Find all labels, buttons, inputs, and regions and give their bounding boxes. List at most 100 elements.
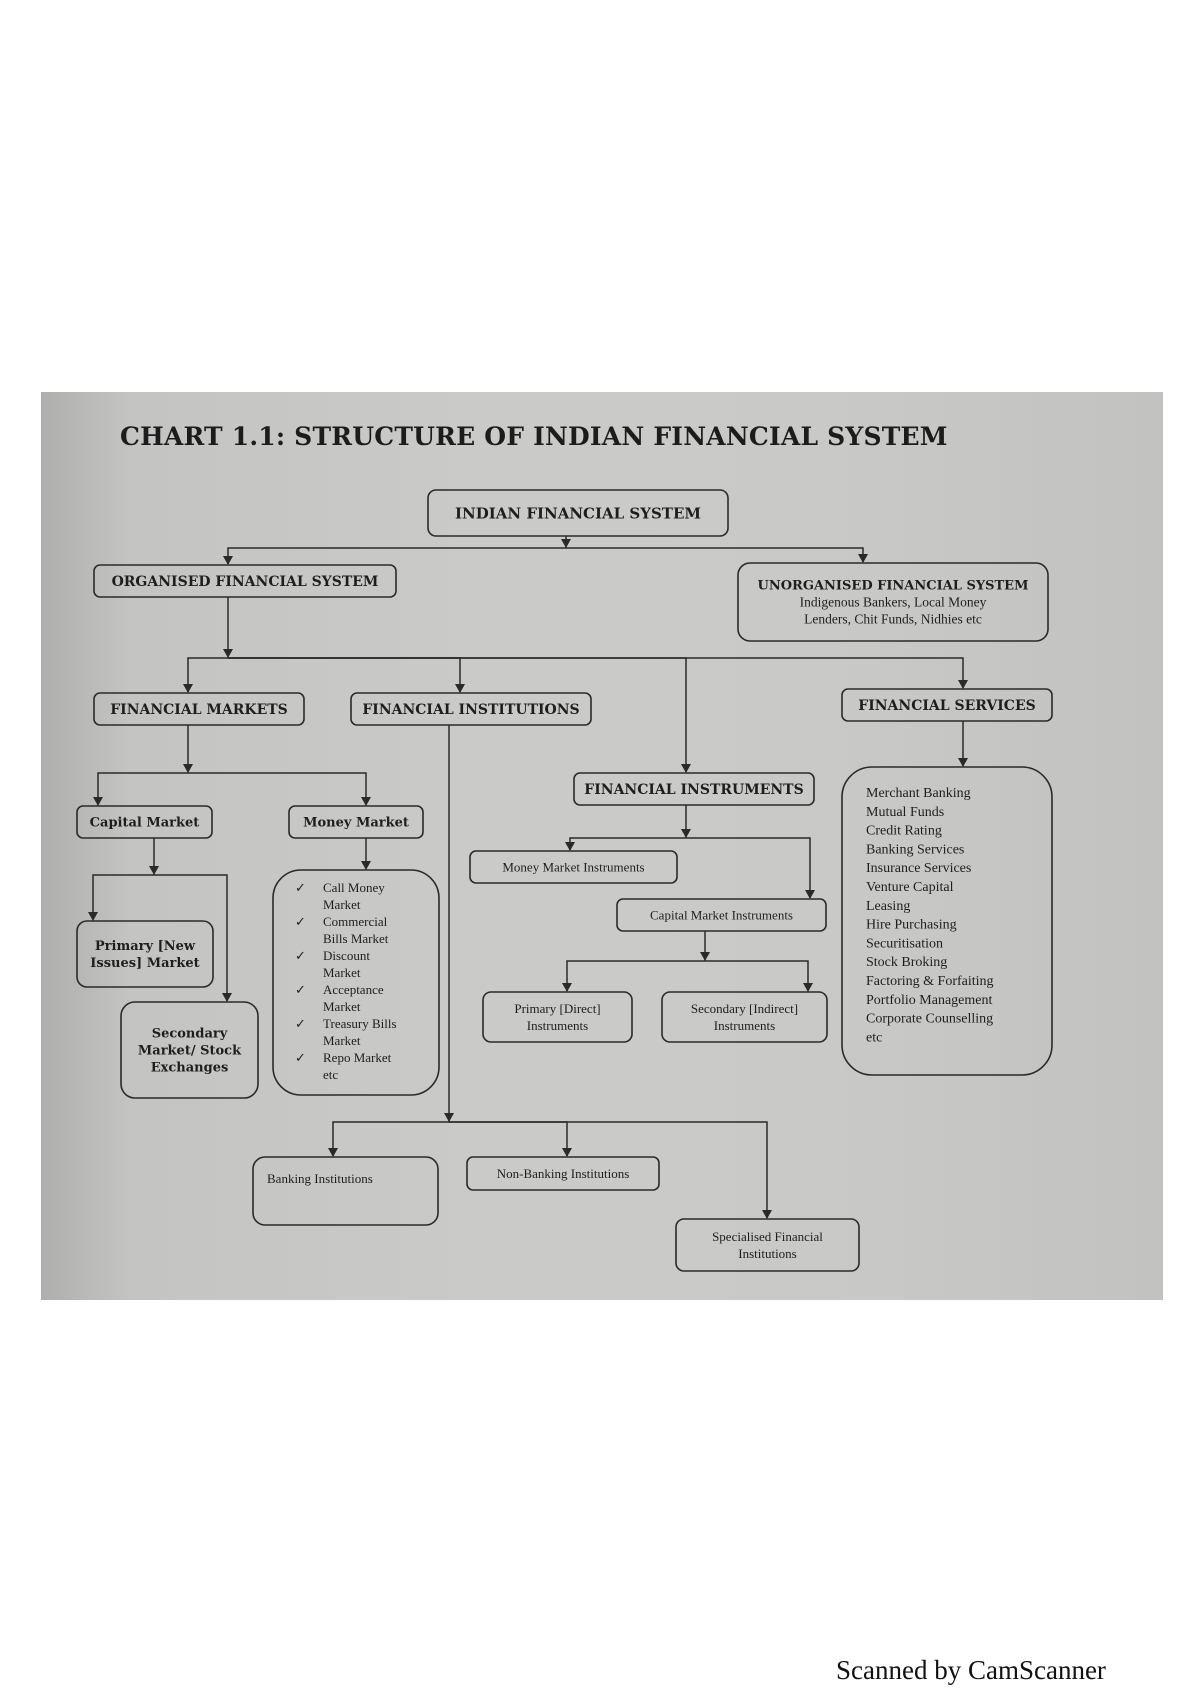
arrowhead <box>958 680 968 689</box>
arrowhead <box>93 797 103 806</box>
arrowhead <box>223 649 233 658</box>
node-box <box>427 489 729 537</box>
arrowhead <box>455 684 465 693</box>
list-item-text: Treasury Bills <box>323 1016 397 1031</box>
arrowhead <box>958 758 968 767</box>
connectors <box>88 536 968 1219</box>
node-services: FINANCIAL SERVICES <box>841 688 1053 722</box>
node-label: Specialised Financial <box>712 1229 823 1244</box>
check-icon: ✓ <box>295 915 306 930</box>
node-box <box>675 1218 860 1272</box>
node-instruments: FINANCIAL INSTRUMENTS <box>573 772 815 806</box>
node-label: FINANCIAL SERVICES <box>858 698 1035 714</box>
service-item: Factoring & Forfaiting <box>866 974 994 989</box>
scanner-watermark: Scanned by CamScanner <box>836 1655 1106 1685</box>
node-label: Lenders, Chit Funds, Nidhies etc <box>804 612 982 627</box>
service-item: Mutual Funds <box>866 805 944 820</box>
node-label: Institutions <box>738 1246 797 1261</box>
arrowhead <box>681 764 691 773</box>
chart-title: CHART 1.1: STRUCTURE OF INDIAN FINANCIAL… <box>120 422 948 451</box>
service-item: Credit Rating <box>866 824 942 839</box>
node-label: Non-Banking Institutions <box>497 1166 630 1181</box>
node-box <box>93 692 305 726</box>
check-icon: ✓ <box>295 881 306 896</box>
node-box <box>737 562 1049 642</box>
node-label: Instruments <box>527 1018 588 1033</box>
node-label: Secondary <box>152 1027 228 1042</box>
arrowhead <box>681 829 691 838</box>
list-item-text: Commercial <box>323 914 388 929</box>
arrowhead <box>88 912 98 921</box>
connector-line <box>154 874 228 1001</box>
node-box <box>252 1156 439 1226</box>
node-capital-market-instruments: Capital Market Instruments <box>616 898 827 932</box>
service-item: etc <box>866 1030 882 1045</box>
connector-line <box>187 657 228 692</box>
node-organised: ORGANISED FINANCIAL SYSTEM <box>93 564 397 598</box>
node-label: Money Market Instruments <box>502 860 644 875</box>
node-label: Indigenous Bankers, Local Money <box>800 595 987 610</box>
node-box <box>616 898 827 932</box>
node-root: INDIAN FINANCIAL SYSTEM <box>427 489 729 537</box>
arrowhead <box>562 983 572 992</box>
service-item: Corporate Counselling <box>866 1012 993 1027</box>
check-icon: ✓ <box>295 983 306 998</box>
arrowhead <box>183 764 193 773</box>
connector-line <box>97 772 188 805</box>
connector-line <box>332 1121 449 1156</box>
connector-line <box>705 960 809 991</box>
node-banking: Banking Institutions <box>252 1156 439 1226</box>
connector-line <box>188 772 367 805</box>
arrowhead <box>328 1148 338 1157</box>
arrowhead <box>361 797 371 806</box>
list-item-text: Bills Market <box>323 931 389 946</box>
node-label: Market/ Stock <box>138 1044 242 1059</box>
node-capital-market: Capital Market <box>76 805 213 839</box>
check-icon: ✓ <box>295 1017 306 1032</box>
node-label: Capital Market <box>90 816 200 831</box>
list-item-text: Repo Market <box>323 1050 392 1065</box>
node-box <box>469 850 678 884</box>
node-label: FINANCIAL MARKETS <box>110 702 288 718</box>
node-label: FINANCIAL INSTITUTIONS <box>362 702 579 718</box>
service-item: Securitisation <box>866 936 943 951</box>
list-item-text: Discount <box>323 948 370 963</box>
service-item: Leasing <box>866 899 910 914</box>
node-non-banking: Non-Banking Institutions <box>466 1156 660 1191</box>
connector-line <box>566 960 705 991</box>
node-box <box>76 805 213 839</box>
service-item: Venture Capital <box>866 880 954 895</box>
arrowhead <box>803 983 813 992</box>
arrowhead <box>762 1210 772 1219</box>
list-item-text: Market <box>323 897 361 912</box>
node-box <box>841 766 1053 1076</box>
connector-line <box>228 657 461 692</box>
node-box <box>76 920 214 988</box>
connector-line <box>92 874 154 920</box>
list-item-text: Market <box>323 1033 361 1048</box>
arrowhead <box>700 952 710 961</box>
node-money-market-instruments: Money Market Instruments <box>469 850 678 884</box>
node-label: Exchanges <box>151 1061 229 1076</box>
nodes: INDIAN FINANCIAL SYSTEM ORGANISED FINANCI… <box>76 489 1053 1272</box>
node-box <box>573 772 815 806</box>
node-box <box>466 1156 660 1191</box>
node-primary-instruments: Primary [Direct] Instruments <box>482 991 633 1043</box>
list-item-text: Market <box>323 999 361 1014</box>
node-label: Primary [Direct] <box>514 1001 600 1016</box>
node-box <box>841 688 1053 722</box>
node-secondary-instruments: Secondary [Indirect]Instruments <box>661 991 828 1043</box>
node-money-market: Money Market <box>288 805 424 839</box>
node-box <box>661 991 828 1043</box>
service-item: Portfolio Management <box>866 993 992 1008</box>
list-item-text: Market <box>323 965 361 980</box>
node-box <box>93 564 397 598</box>
node-label: FINANCIAL INSTRUMENTS <box>584 782 803 798</box>
arrowhead <box>561 539 571 548</box>
connector-line <box>569 837 686 850</box>
